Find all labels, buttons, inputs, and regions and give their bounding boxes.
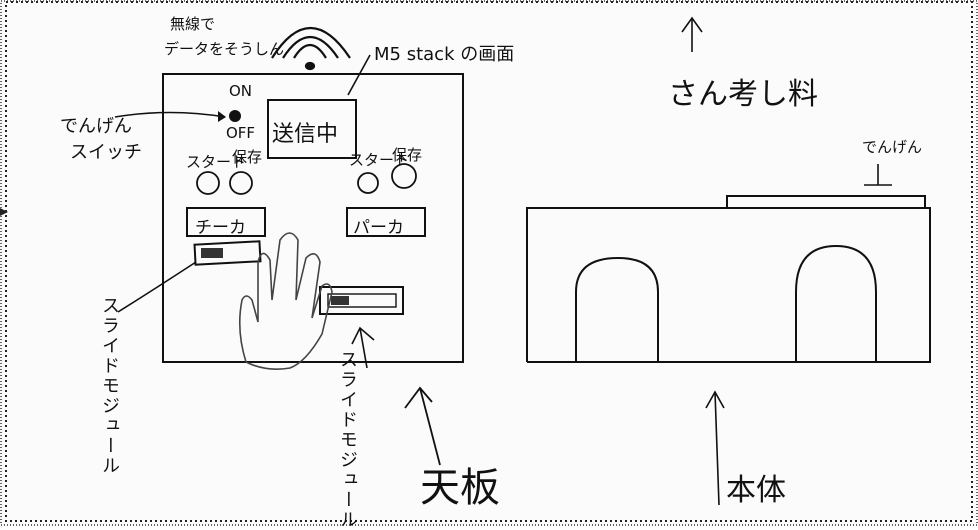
slide-module-left-shape xyxy=(193,240,262,266)
save-button-right xyxy=(391,163,417,189)
label-switch-on: ON xyxy=(229,82,253,100)
body-outline xyxy=(526,195,931,363)
label-m5stack-screen: M5 stack の画面 xyxy=(374,44,515,65)
start-button-left xyxy=(196,171,220,195)
arrow-reference xyxy=(681,16,703,52)
label-save-left: 保存 xyxy=(232,148,263,166)
slide-module-center-shape xyxy=(319,286,404,315)
arrow-slide-center xyxy=(351,326,375,369)
page-border xyxy=(5,1,973,522)
power-switch-icon xyxy=(229,110,241,122)
label-parka: パーカ xyxy=(353,218,404,238)
parka-box xyxy=(346,207,426,237)
label-wireless-line2: データをそうしん xyxy=(164,40,285,58)
arrow-dengen-right xyxy=(864,164,892,186)
label-power-switch-line2: スイッチ xyxy=(70,142,142,163)
wifi-icon xyxy=(271,26,351,71)
arrow-top-plate xyxy=(404,386,441,466)
label-start-left: スタート xyxy=(186,153,247,171)
label-dengen-right: でんげん xyxy=(862,138,923,156)
screen-box xyxy=(267,99,357,159)
arrow-head-power xyxy=(218,111,226,122)
label-wireless-line1: 無線で xyxy=(170,15,216,33)
arrow-mstack xyxy=(347,54,371,96)
left-edge-marker xyxy=(0,208,8,216)
label-sneaker: チーカ xyxy=(195,218,246,238)
save-button-left xyxy=(229,171,253,195)
label-switch-off: OFF xyxy=(226,124,256,142)
label-top-plate: 天板 xyxy=(420,465,500,511)
label-slide-module-center: スライドモジュール xyxy=(337,350,358,530)
arrow-body xyxy=(705,390,725,506)
label-power-switch-line1: でんげん xyxy=(60,116,132,137)
label-reference-material: さん考し料 xyxy=(668,77,818,112)
arrow-slide-left xyxy=(117,261,197,313)
label-sending: 送信中 xyxy=(272,122,339,147)
sneaker-box xyxy=(186,207,266,237)
label-save-right: 保存 xyxy=(392,146,423,164)
label-slide-module-left: スライドモジュール xyxy=(99,296,120,476)
arrow-power-switch xyxy=(114,111,226,118)
start-button-right xyxy=(357,172,379,194)
label-start-right: スタート xyxy=(349,151,410,169)
hand-drawing xyxy=(238,232,333,370)
top-plate-outline xyxy=(162,73,464,363)
label-body: 本体 xyxy=(726,473,786,508)
